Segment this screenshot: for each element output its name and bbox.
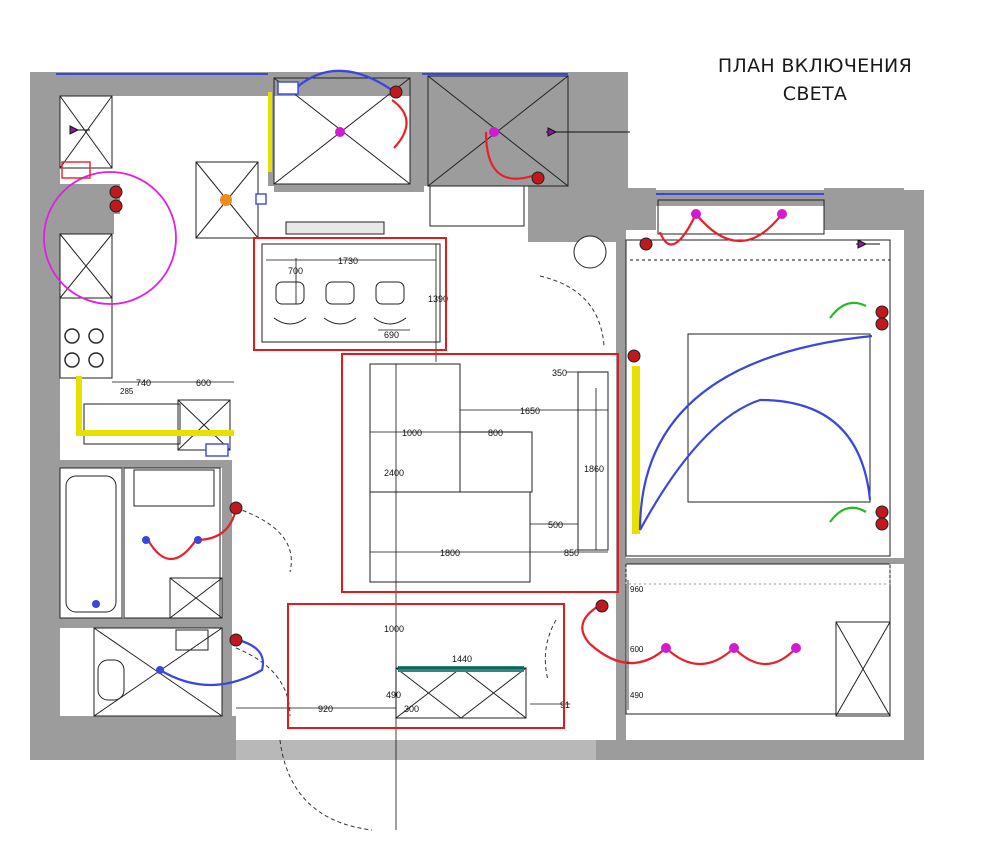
light-fixture-icon xyxy=(194,536,202,544)
dim-living-1000: 1000 xyxy=(402,428,422,438)
pointer-arrows xyxy=(69,125,890,261)
dim-hall-490: 490 xyxy=(386,690,401,700)
dim-hall-1000: 1000 xyxy=(384,624,404,634)
title-line-2: СВЕТА xyxy=(782,83,848,105)
partition-wc-top xyxy=(52,618,232,628)
switch-icon xyxy=(229,633,243,647)
switch-icon xyxy=(875,517,889,531)
dim-bar-depth: 700 xyxy=(288,266,303,276)
switch-icon xyxy=(875,305,889,319)
partition-wc-left xyxy=(52,184,120,214)
title-line-1: ПЛАН ВКЛЮЧЕНИЯ xyxy=(717,55,913,77)
dim-hall-300: 300 xyxy=(404,704,419,714)
dim-bedroom-600: 600 xyxy=(630,645,644,654)
fixtures-blue xyxy=(92,536,202,674)
dim-bedroom-960: 960 xyxy=(630,585,644,594)
light-fixture-icon xyxy=(92,600,100,608)
page-title: ПЛАН ВКЛЮЧЕНИЯ СВЕТА xyxy=(680,52,950,108)
partition-hall-left xyxy=(228,716,236,740)
socket-boxes xyxy=(205,81,299,457)
light-fixture-icon xyxy=(156,666,164,674)
partition-bedroom-top2 xyxy=(824,188,904,230)
partition-hall-bottom xyxy=(236,740,596,760)
partition-corridor-top xyxy=(52,96,60,740)
dim-kitchen-a: 740 xyxy=(136,378,151,388)
highlight-hall-zone xyxy=(287,603,565,729)
dim-hall-91: 91 xyxy=(560,700,570,710)
column-round xyxy=(573,235,607,269)
console-top xyxy=(398,666,524,672)
partition-bath-bottom xyxy=(274,184,424,192)
light-fixture-icon xyxy=(142,536,150,544)
partitions xyxy=(52,72,904,760)
switch-icon xyxy=(595,599,609,613)
light-fixture-icon xyxy=(489,127,499,137)
partition-bath2 xyxy=(410,72,424,186)
dim-living-1860: 1860 xyxy=(584,464,604,474)
highlight-bar-zone xyxy=(253,237,447,351)
dim-living-850: 850 xyxy=(564,548,579,558)
fixtures xyxy=(335,127,801,653)
pendant-light-icon xyxy=(220,194,232,206)
dim-living-500: 500 xyxy=(548,520,563,530)
dim-bedroom-490: 490 xyxy=(630,691,644,700)
dim-kitchen-c: 285 xyxy=(120,387,134,396)
light-fixture-icon xyxy=(729,643,739,653)
dim-living-1800: 1800 xyxy=(440,548,460,558)
switch-icon xyxy=(389,85,403,99)
light-fixture-icon xyxy=(661,643,671,653)
dim-kitchen-b: 600 xyxy=(196,378,211,388)
dim-bar-height: 1390 xyxy=(428,294,448,304)
dim-living-800: 800 xyxy=(488,428,503,438)
switch-icon xyxy=(109,199,123,213)
switch-icon xyxy=(531,171,545,185)
window-lines xyxy=(56,73,824,195)
switch-icon xyxy=(639,237,653,251)
wires-blue xyxy=(159,69,873,686)
light-fixture-icon xyxy=(691,209,701,219)
partition-kitchen-top xyxy=(52,212,114,234)
switches xyxy=(109,85,889,647)
light-fixture-icon xyxy=(777,209,787,219)
dim-hall-1440: 1440 xyxy=(452,654,472,664)
dimension-labels: 1730 700 1390 690 740 600 285 350 1650 1… xyxy=(120,256,644,714)
partition-wardrobe-top xyxy=(626,558,904,564)
dim-hall-920: 920 xyxy=(318,704,333,714)
highlight-boxes xyxy=(253,237,619,729)
dim-bar-stool: 690 xyxy=(384,330,399,340)
switch-icon xyxy=(627,349,641,363)
partition-bath-top xyxy=(52,460,230,468)
dim-living-1650: 1650 xyxy=(520,406,540,416)
partition-wc-right xyxy=(222,628,232,718)
wires-green xyxy=(829,301,867,523)
light-fixture-icon xyxy=(335,127,345,137)
partition-bedroom-top xyxy=(620,188,656,230)
switch-icon xyxy=(875,505,889,519)
partition-bedroom-left xyxy=(616,206,626,744)
dim-bar-width: 1730 xyxy=(338,256,358,266)
switch-icon xyxy=(229,501,243,515)
dimension-lines xyxy=(112,244,629,830)
door-swings xyxy=(235,275,605,831)
highlight-living-zone xyxy=(341,353,619,593)
switch-icon xyxy=(875,317,889,331)
stove xyxy=(64,328,104,368)
floor xyxy=(52,96,904,740)
wires-magenta xyxy=(43,171,177,305)
partition-bath-right xyxy=(222,460,232,620)
switch-icon xyxy=(109,185,123,199)
wardrobe-hatch xyxy=(625,561,891,585)
led-strips xyxy=(76,92,640,534)
bar-stools xyxy=(273,281,407,325)
red-marker xyxy=(61,161,91,179)
dim-living-2400: 2400 xyxy=(384,468,404,478)
light-fixture-icon xyxy=(791,643,801,653)
partition-bottom-left xyxy=(52,716,232,740)
dim-living-350: 350 xyxy=(552,368,567,378)
